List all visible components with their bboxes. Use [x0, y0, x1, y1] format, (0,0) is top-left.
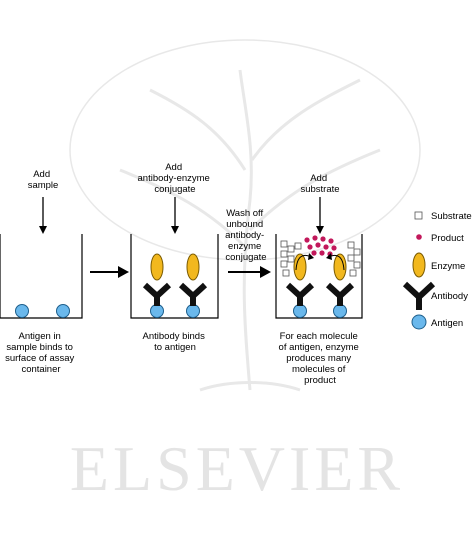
antigen-icon [15, 304, 29, 318]
legend-label-enzyme: Enzyme [431, 261, 465, 272]
container-3 [275, 234, 363, 319]
enzyme-icon [150, 253, 164, 281]
add-label-1: Add sample [28, 169, 59, 191]
product-icon [319, 250, 325, 256]
watermark-tree-icon [69, 39, 421, 392]
container-2 [130, 234, 219, 319]
antigen-icon [293, 304, 307, 318]
substrate-icon [280, 250, 288, 258]
antibody-icon [142, 282, 172, 306]
enzyme-icon [186, 253, 200, 281]
product-icon [312, 235, 318, 241]
substrate-icon [349, 269, 357, 277]
enzyme-ellipse-icon [412, 252, 426, 278]
substrate-icon [353, 261, 361, 269]
container-1 [0, 234, 83, 319]
substrate-icon [287, 245, 295, 253]
legend-label-product: Product [431, 233, 464, 244]
substrate-icon [282, 269, 290, 277]
product-icon [320, 236, 326, 242]
add-label-2: Add antibody-enzyme conjugate [138, 162, 213, 195]
product-icon [307, 244, 313, 250]
enzyme-icon [333, 253, 347, 281]
antibody-icon [325, 282, 355, 306]
substrate-icon [347, 254, 355, 262]
legend-label-antibody: Antibody [431, 291, 468, 302]
substrate-icon [347, 241, 355, 249]
product-icon [323, 244, 329, 250]
substrate-icon [280, 260, 288, 268]
product-icon [311, 250, 317, 256]
product-icon [328, 238, 334, 244]
antigen-icon [333, 304, 347, 318]
antigen-circle-icon [411, 314, 427, 330]
antigen-icon [150, 304, 164, 318]
product-dot-icon [416, 234, 422, 240]
caption-step-2: Antibody binds to antigen [143, 331, 208, 353]
add-label-3: Add substrate [300, 173, 339, 195]
substrate-square-icon [414, 211, 423, 220]
wash-label: Wash off unbound antibody- enzyme conjug… [225, 208, 267, 263]
substrate-icon [294, 242, 302, 250]
caption-step-1: Antigen in sample binds to surface of as… [5, 331, 77, 375]
product-icon [315, 242, 321, 248]
watermark-text: ELSEVIER [70, 433, 404, 504]
substrate-icon [287, 255, 295, 263]
product-icon [331, 245, 337, 251]
caption-step-3: For each molecule of antigen, enzyme pro… [279, 331, 362, 386]
antibody-icon [178, 282, 208, 306]
substrate-icon [280, 240, 288, 248]
substrate-icon [353, 248, 361, 256]
legend: Substrate Product Enzyme Antibody Antige… [402, 211, 472, 330]
legend-label-substrate: Substrate [431, 211, 472, 222]
antigen-icon [186, 304, 200, 318]
antibody-icon [285, 282, 315, 306]
legend-label-antigen: Antigen [431, 318, 463, 329]
product-icon [304, 237, 310, 243]
antibody-y-icon [402, 281, 436, 310]
antigen-icon [56, 304, 70, 318]
enzyme-icon [293, 253, 307, 281]
